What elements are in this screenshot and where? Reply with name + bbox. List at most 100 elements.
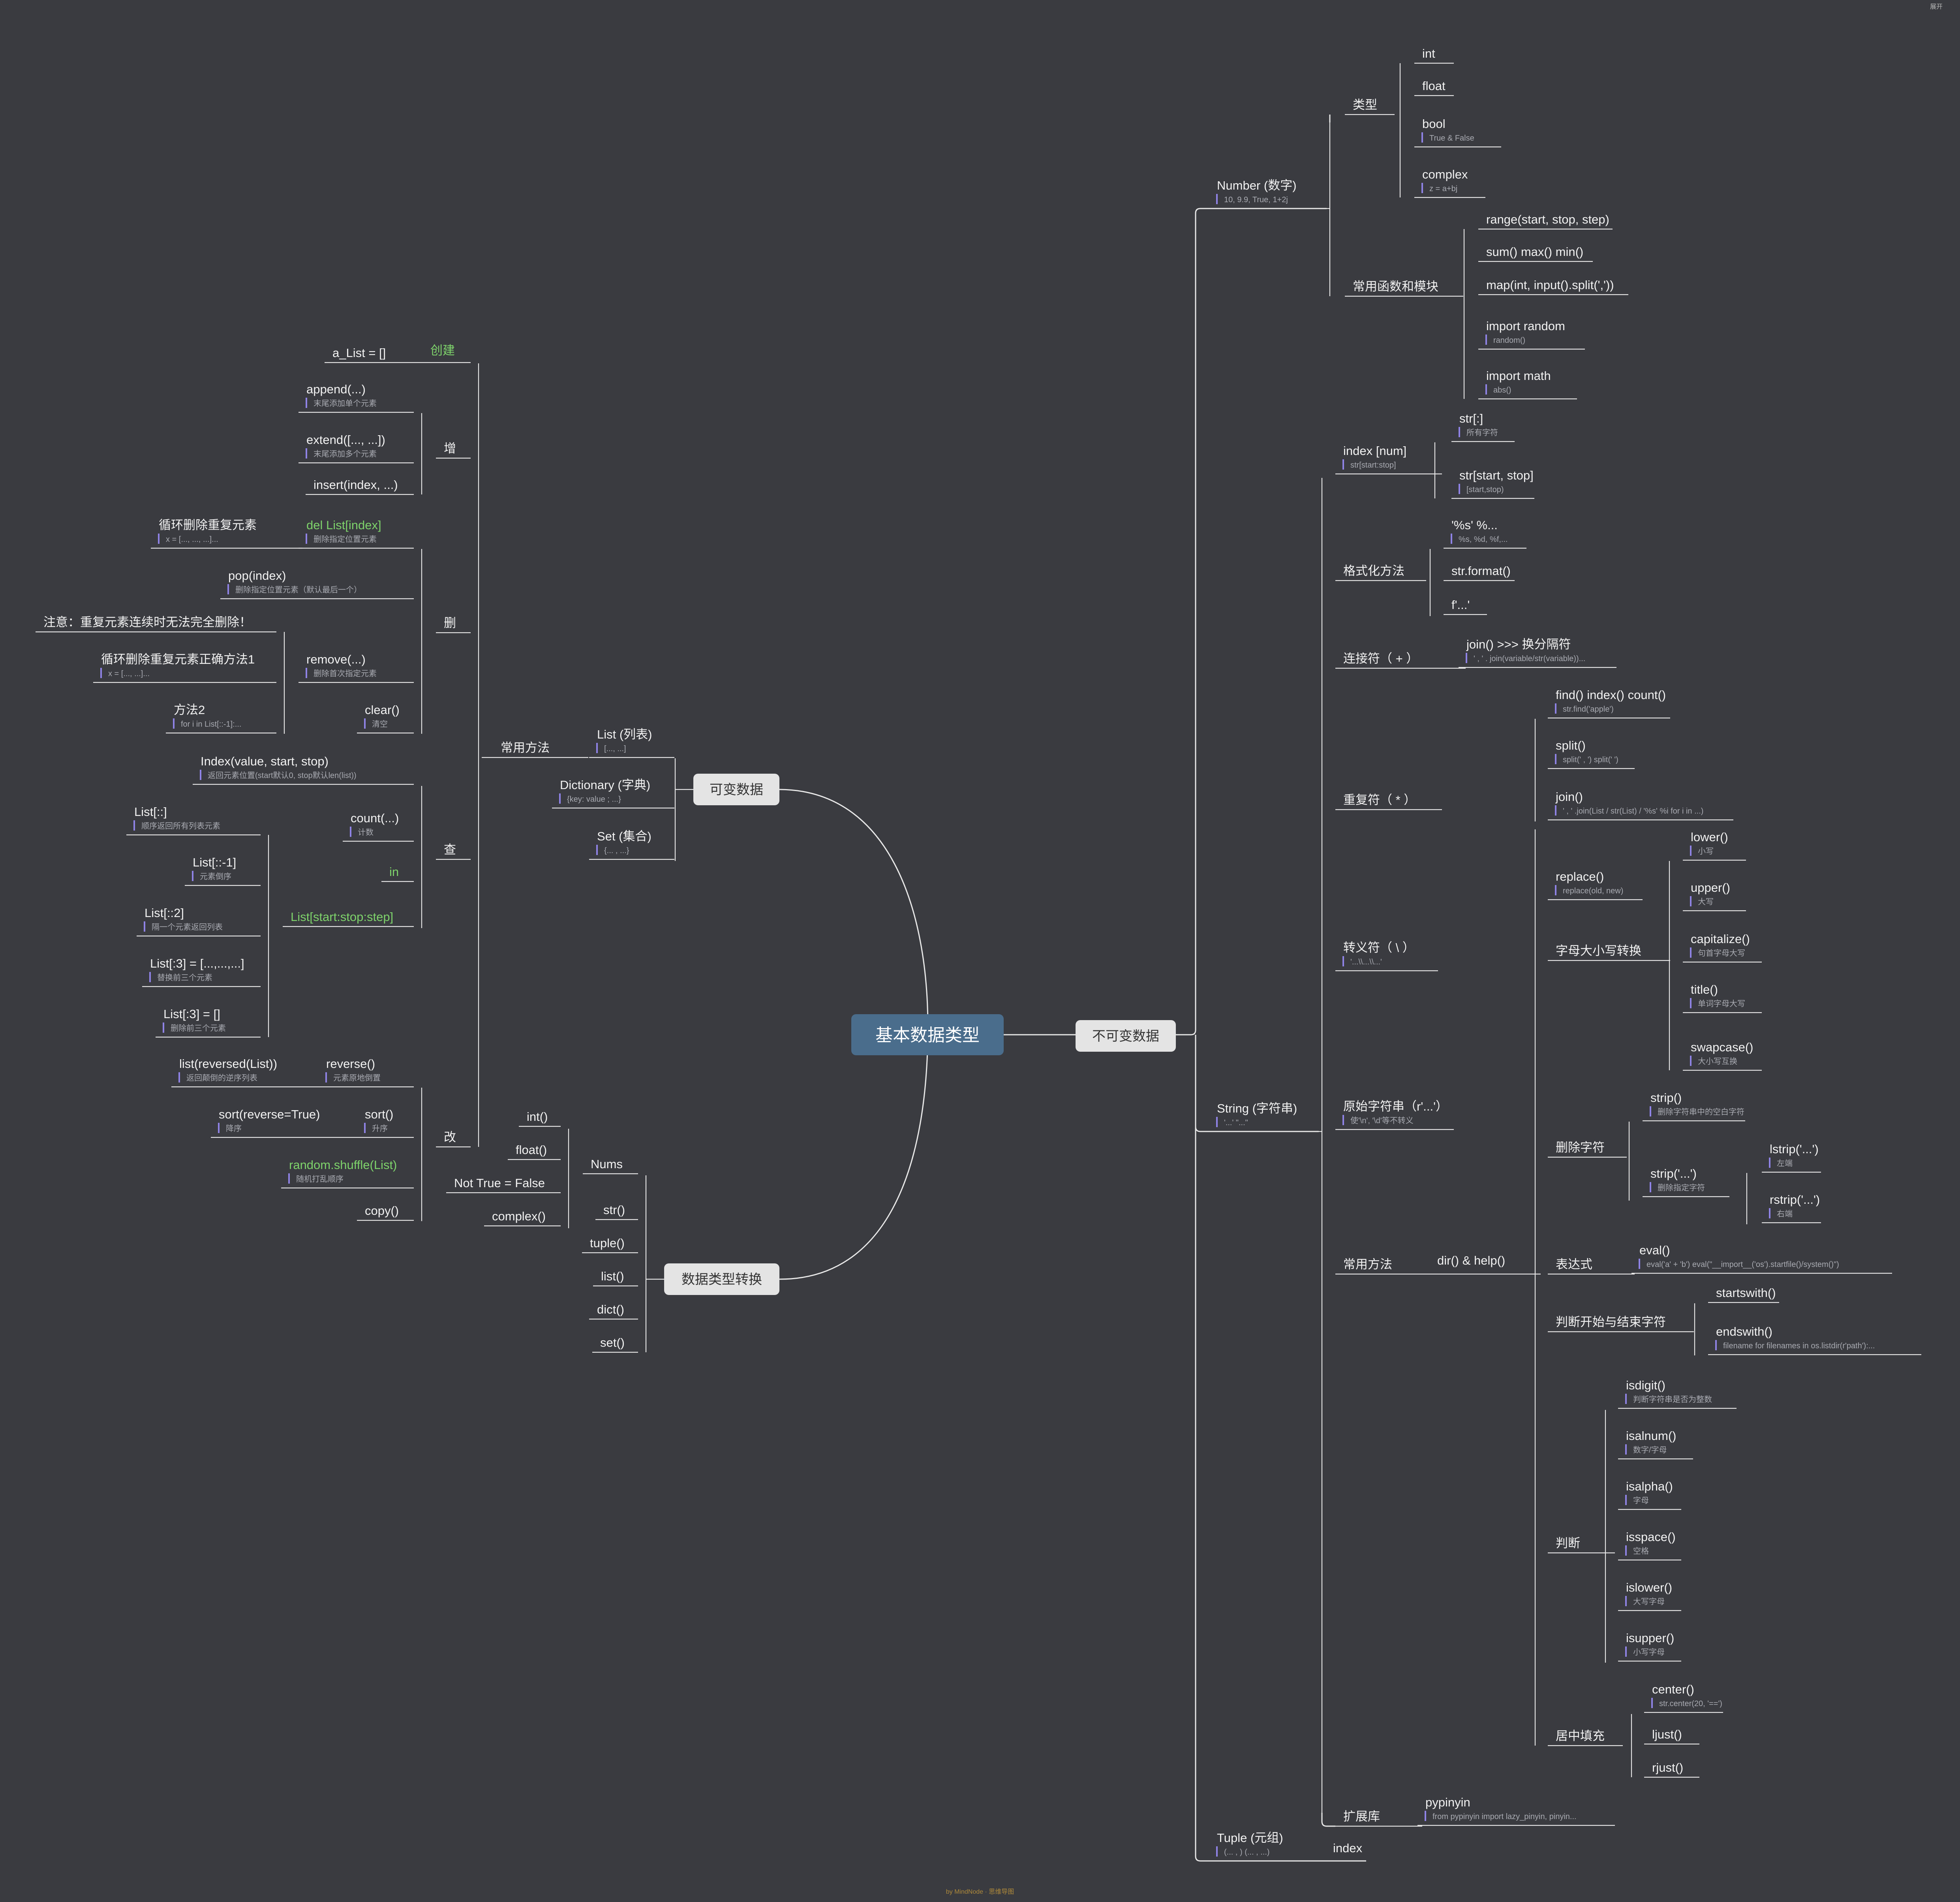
set-node[interactable]: Set (集合){... , ...} [596, 829, 651, 855]
is-alpha[interactable]: isalpha()字母 [1625, 1479, 1673, 1505]
del-index[interactable]: del List[index]删除指定位置元素 [306, 518, 381, 544]
conv-str[interactable]: str() [603, 1203, 625, 1217]
str-index[interactable]: index [num]str[start:stop] [1342, 444, 1406, 470]
str-ext[interactable]: 扩展库 [1343, 1810, 1380, 1823]
list-find[interactable]: 查 [444, 843, 456, 857]
str-methods[interactable]: 常用方法 [1343, 1257, 1392, 1271]
number-funcs[interactable]: 常用函数和模块 [1353, 280, 1438, 293]
str-repeat[interactable]: 重复符（ * ） [1343, 793, 1416, 807]
list-del[interactable]: 删 [444, 616, 456, 630]
slice-replace[interactable]: List[:3] = [...,...,...]替换前三个元素 [149, 957, 244, 982]
slice-delete[interactable]: List[:3] = []删除前三个元素 [163, 1007, 226, 1033]
list-create[interactable]: a_List = [] [332, 346, 386, 360]
list-modify[interactable]: 改 [444, 1130, 456, 1144]
is-alnum[interactable]: isalnum()数字/字母 [1625, 1429, 1676, 1455]
case-title[interactable]: title()单词字母大写 [1690, 983, 1745, 1008]
str-judge[interactable]: 判断 [1556, 1536, 1580, 1550]
func-sum-max-min[interactable]: sum() max() min() [1486, 245, 1583, 259]
rjust-fn[interactable]: rjust() [1652, 1761, 1683, 1774]
expand-control[interactable]: 展开 [1930, 4, 1943, 10]
case-upper[interactable]: upper()大写 [1690, 881, 1730, 906]
list-append[interactable]: append(...)末尾添加单个元素 [306, 382, 377, 408]
str-startend[interactable]: 判断开始与结束字符 [1556, 1315, 1666, 1329]
create-tag[interactable]: 创建 [430, 344, 455, 357]
strip-right[interactable]: rstrip('...')右端 [1769, 1193, 1820, 1218]
category-conversion[interactable]: 数据类型转换 [664, 1263, 779, 1295]
list-reversed[interactable]: list(reversed(List))返回颠倒的逆序列表 [178, 1057, 277, 1083]
case-lower[interactable]: lower()小写 [1690, 830, 1728, 856]
conv-float[interactable]: float() [516, 1143, 547, 1157]
dict-node[interactable]: Dictionary (字典){key: value ; ...} [559, 778, 650, 804]
list-insert[interactable]: insert(index, ...) [314, 478, 398, 492]
list-index[interactable]: Index(value, start, stop)返回元素位置(start默认0… [200, 754, 357, 780]
number-node[interactable]: Number (数字)10, 9.9, True, 1+2j [1216, 179, 1297, 204]
list-methods[interactable]: 常用方法 [501, 741, 550, 755]
list-extend[interactable]: extend([..., ...])末尾添加多个元素 [306, 433, 385, 459]
str-expr[interactable]: 表达式 [1556, 1257, 1592, 1271]
strip-left[interactable]: lstrip('...')左端 [1769, 1142, 1819, 1168]
list-count[interactable]: count(...)计数 [350, 811, 399, 837]
concat-join[interactable]: join() >>> 换分隔符' , ' . join(variable/str… [1466, 637, 1585, 663]
type-float[interactable]: float [1422, 79, 1446, 93]
strip-default[interactable]: strip()删除字符串中的空白字符 [1650, 1091, 1744, 1116]
endswith[interactable]: endswith()filename for filenames in os.l… [1715, 1325, 1875, 1350]
func-range[interactable]: range(start, stop, step) [1486, 212, 1609, 226]
expr-eval[interactable]: eval()eval('a' + 'b') eval("__import__('… [1639, 1243, 1839, 1269]
category-mutable[interactable]: 可变数据 [693, 774, 779, 805]
str-format[interactable]: 格式化方法 [1343, 564, 1404, 578]
list-reverse[interactable]: reverse()元素原地倒置 [325, 1057, 381, 1083]
is-digit[interactable]: isdigit()判断字符串是否为整数 [1625, 1378, 1712, 1404]
str-slice-all[interactable]: str[:]所有字符 [1459, 412, 1498, 437]
strip-chars[interactable]: strip('...')删除指定字符 [1650, 1167, 1705, 1192]
list-add[interactable]: 增 [444, 442, 456, 455]
conv-nums[interactable]: Nums [591, 1157, 623, 1171]
str-case[interactable]: 字母大小写转换 [1556, 944, 1641, 958]
str-slice-range[interactable]: str[start, stop][start,stop) [1459, 468, 1534, 494]
conv-complex[interactable]: complex() [492, 1209, 546, 1223]
conv-int[interactable]: int() [527, 1110, 548, 1124]
fmt-format[interactable]: str.format() [1451, 564, 1511, 578]
is-upper[interactable]: isupper()小写字母 [1625, 1631, 1674, 1657]
str-delete[interactable]: 删除字符 [1556, 1141, 1605, 1154]
str-escape[interactable]: 转义符（ \ ）'...\\...\\...' [1342, 941, 1415, 966]
list-clear[interactable]: clear()清空 [364, 703, 400, 729]
list-in[interactable]: in [389, 865, 399, 879]
list-remove[interactable]: remove(...)删除首次指定元素 [306, 652, 377, 678]
list-node[interactable]: List (列表)[..., ...] [596, 727, 652, 753]
list-copy[interactable]: copy() [365, 1204, 399, 1218]
list-shuffle[interactable]: random.shuffle(List)随机打乱顺序 [288, 1158, 397, 1184]
del-warning[interactable]: 注意：重复元素连续时无法完全删除！ [43, 615, 252, 629]
category-immutable[interactable]: 不可变数据 [1076, 1020, 1176, 1052]
root-node[interactable]: 基本数据类型 [851, 1014, 1004, 1055]
conv-not-true[interactable]: Not True = False [454, 1176, 545, 1190]
str-center[interactable]: 居中填充 [1556, 1729, 1605, 1743]
slice-step2[interactable]: List[::2]隔一个元素返回列表 [144, 906, 223, 932]
str-find[interactable]: find() index() count()str.find('apple') [1555, 688, 1666, 714]
list-pop[interactable]: pop(index)删除指定位置元素（默认最后一个） [227, 569, 362, 594]
conv-set[interactable]: set() [600, 1336, 625, 1349]
methods-dir-help[interactable]: dir() & help() [1437, 1254, 1505, 1267]
conv-tuple[interactable]: tuple() [590, 1236, 625, 1250]
conv-dict[interactable]: dict() [597, 1302, 624, 1316]
ljust-fn[interactable]: ljust() [1652, 1727, 1682, 1741]
list-sort[interactable]: sort()升序 [364, 1107, 393, 1133]
string-node[interactable]: String (字符串)'...' "..." [1216, 1101, 1297, 1127]
is-lower[interactable]: islower()大写字母 [1625, 1581, 1672, 1606]
case-capitalize[interactable]: capitalize()句首字母大写 [1690, 932, 1750, 958]
case-swapcase[interactable]: swapcase()大小写互换 [1690, 1040, 1753, 1066]
startswith[interactable]: startswith() [1716, 1286, 1776, 1300]
str-split[interactable]: split()split(' , ') split(' ') [1555, 739, 1618, 764]
str-concat[interactable]: 连接符（ + ） [1343, 652, 1418, 665]
slice-reverse[interactable]: List[::-1]元素倒序 [192, 855, 236, 881]
str-join[interactable]: join()' , ' .join(List / str(List) / '%s… [1555, 790, 1703, 816]
tuple-index[interactable]: index [1333, 1841, 1363, 1855]
number-types[interactable]: 类型 [1353, 98, 1377, 112]
